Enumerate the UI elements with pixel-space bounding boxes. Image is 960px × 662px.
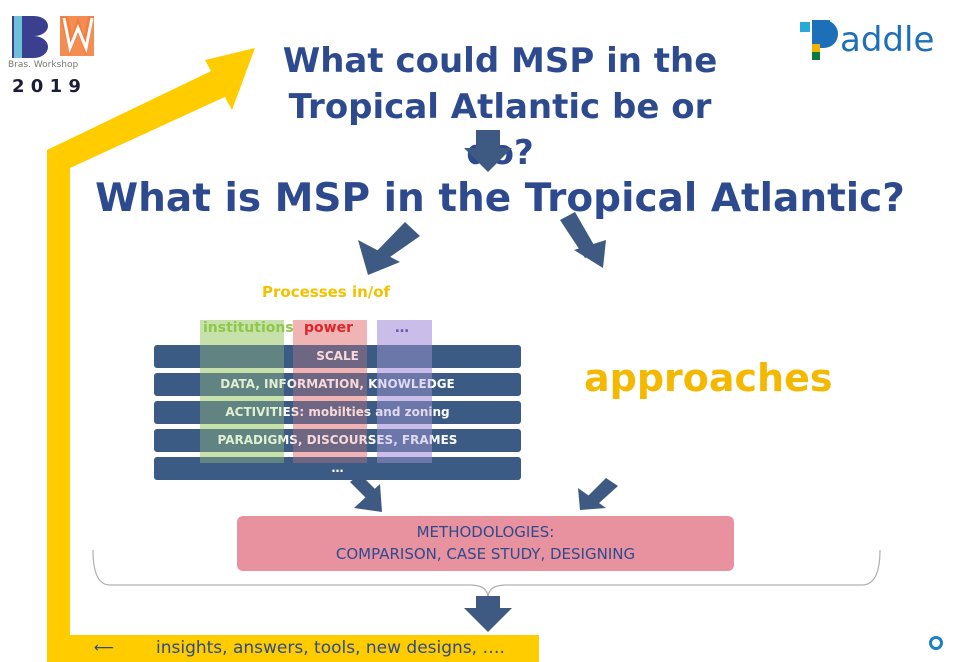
column-label-power: power	[304, 320, 353, 336]
down-arrow-top	[464, 130, 512, 172]
arrow-down-right	[560, 212, 606, 268]
feedback-arrow-head	[205, 48, 255, 110]
arrow-right-down	[578, 478, 618, 510]
paddle-logo-mark	[800, 20, 838, 60]
bar-scale: SCALE	[154, 345, 521, 368]
paddle-logo: addle	[800, 20, 960, 70]
bar-paradigms: PARADIGMS, DISCOURSES, FRAMES	[154, 429, 521, 452]
processes-label: Processes in/of	[262, 283, 391, 301]
insights-bar: ⟵ insights, answers, tools, new designs,…	[66, 635, 539, 662]
left-arrow-icon: ⟵	[94, 640, 115, 656]
logo-subtitle: Bras. Workshop	[8, 60, 79, 70]
methodologies-box: METHODOLOGIES: COMPARISON, CASE STUDY, D…	[237, 516, 734, 571]
bar-data: DATA, INFORMATION, KNOWLEDGE	[154, 373, 521, 396]
arrow-left-down	[350, 474, 382, 512]
down-arrow-bottom	[464, 596, 512, 632]
column-institutions-overlay	[200, 320, 284, 463]
main-title: What is MSP in the Tropical Atlantic?	[95, 176, 905, 221]
bw-logo: Bras. Workshop 2 0 1 9	[8, 14, 98, 104]
bw-logo-graphic	[12, 16, 94, 58]
column-power-overlay	[293, 320, 367, 463]
methodologies-line1: METHODOLOGIES:	[416, 523, 555, 541]
approaches-label: approaches	[584, 356, 833, 400]
column-label-ellipsis: …	[395, 320, 409, 336]
feedback-arrow-shaft	[47, 62, 240, 662]
column-ellipsis-overlay	[377, 320, 432, 463]
navigation-dot-icon	[929, 636, 943, 650]
methodologies-line2: COMPARISON, CASE STUDY, DESIGNING	[335, 545, 636, 563]
bar-ellipsis: …	[154, 457, 521, 480]
paddle-logo-text: addle	[840, 20, 935, 60]
question-title-line1: What could MSP in the	[282, 41, 718, 81]
arrow-down-left	[358, 222, 420, 275]
insights-text: insights, answers, tools, new designs, ……	[156, 638, 505, 658]
column-label-institutions: institutions	[203, 320, 294, 336]
logo-year: 2 0 1 9	[12, 76, 81, 97]
bar-activities: ACTIVITIES: mobilties and zoning	[154, 401, 521, 424]
